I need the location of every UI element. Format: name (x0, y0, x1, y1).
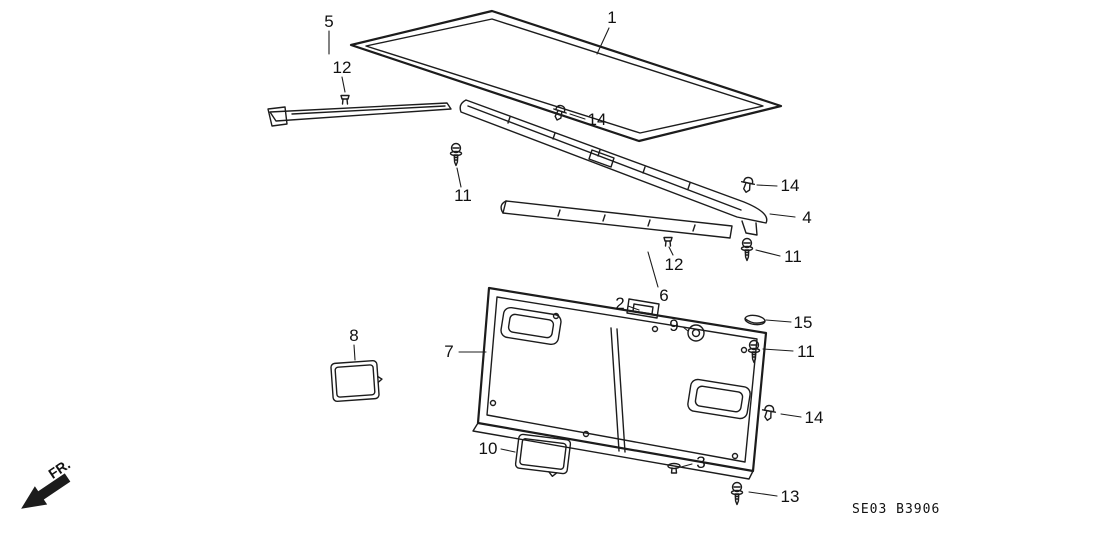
tailgate-rail (459, 99, 768, 236)
callout-12-upper: 12 (332, 58, 352, 77)
screw-11-mid (740, 237, 754, 262)
callout-2: 2 (615, 294, 625, 313)
callout-10: 10 (478, 439, 498, 458)
clip-12-lower (663, 236, 673, 247)
fr-direction-arrow: FR. (21, 456, 73, 509)
clip-14-right (738, 175, 757, 195)
screw-11-left (449, 142, 463, 167)
callout-3: 3 (696, 453, 706, 472)
callout-15: 15 (793, 313, 813, 332)
clip-3 (667, 462, 681, 474)
callout-14-upper: 14 (587, 110, 607, 129)
grommet-9 (687, 324, 705, 342)
screw-13 (730, 481, 744, 506)
access-lid-10 (514, 433, 572, 478)
callout-5: 5 (324, 12, 334, 31)
handle-pocket-left (500, 306, 562, 346)
handle-pocket-right (687, 378, 751, 420)
callout-14-lower: 14 (804, 408, 824, 427)
clip-12-upper (340, 94, 350, 105)
callout-7: 7 (444, 342, 454, 361)
callout-11-mid: 11 (784, 247, 802, 266)
callout-12-lower: 12 (664, 255, 684, 274)
callout-9: 9 (669, 316, 679, 335)
screw-11-right (747, 339, 761, 364)
diagram-part-code: SE03 B3906 (852, 502, 941, 517)
fr-label: FR. (45, 456, 73, 482)
callout-4: 4 (802, 208, 812, 227)
cap-15 (744, 314, 766, 326)
callout-13: 13 (780, 487, 800, 506)
lower-garnish-strip (500, 200, 733, 239)
callout-8: 8 (349, 326, 359, 345)
callout-1: 1 (607, 8, 617, 27)
upper-garnish-strip (267, 102, 452, 127)
tailgate-seal-frame (349, 9, 783, 143)
leader-lines (328, 27, 802, 497)
clip-14-lower (760, 403, 778, 423)
callout-11-right: 11 (797, 342, 815, 361)
callout-6: 6 (659, 286, 669, 305)
callout-14-right: 14 (780, 176, 800, 195)
callout-11-left: 11 (454, 186, 472, 205)
tailgate-lining-panel (472, 286, 768, 480)
top-bracket (626, 298, 660, 319)
access-lid-8 (330, 360, 383, 402)
